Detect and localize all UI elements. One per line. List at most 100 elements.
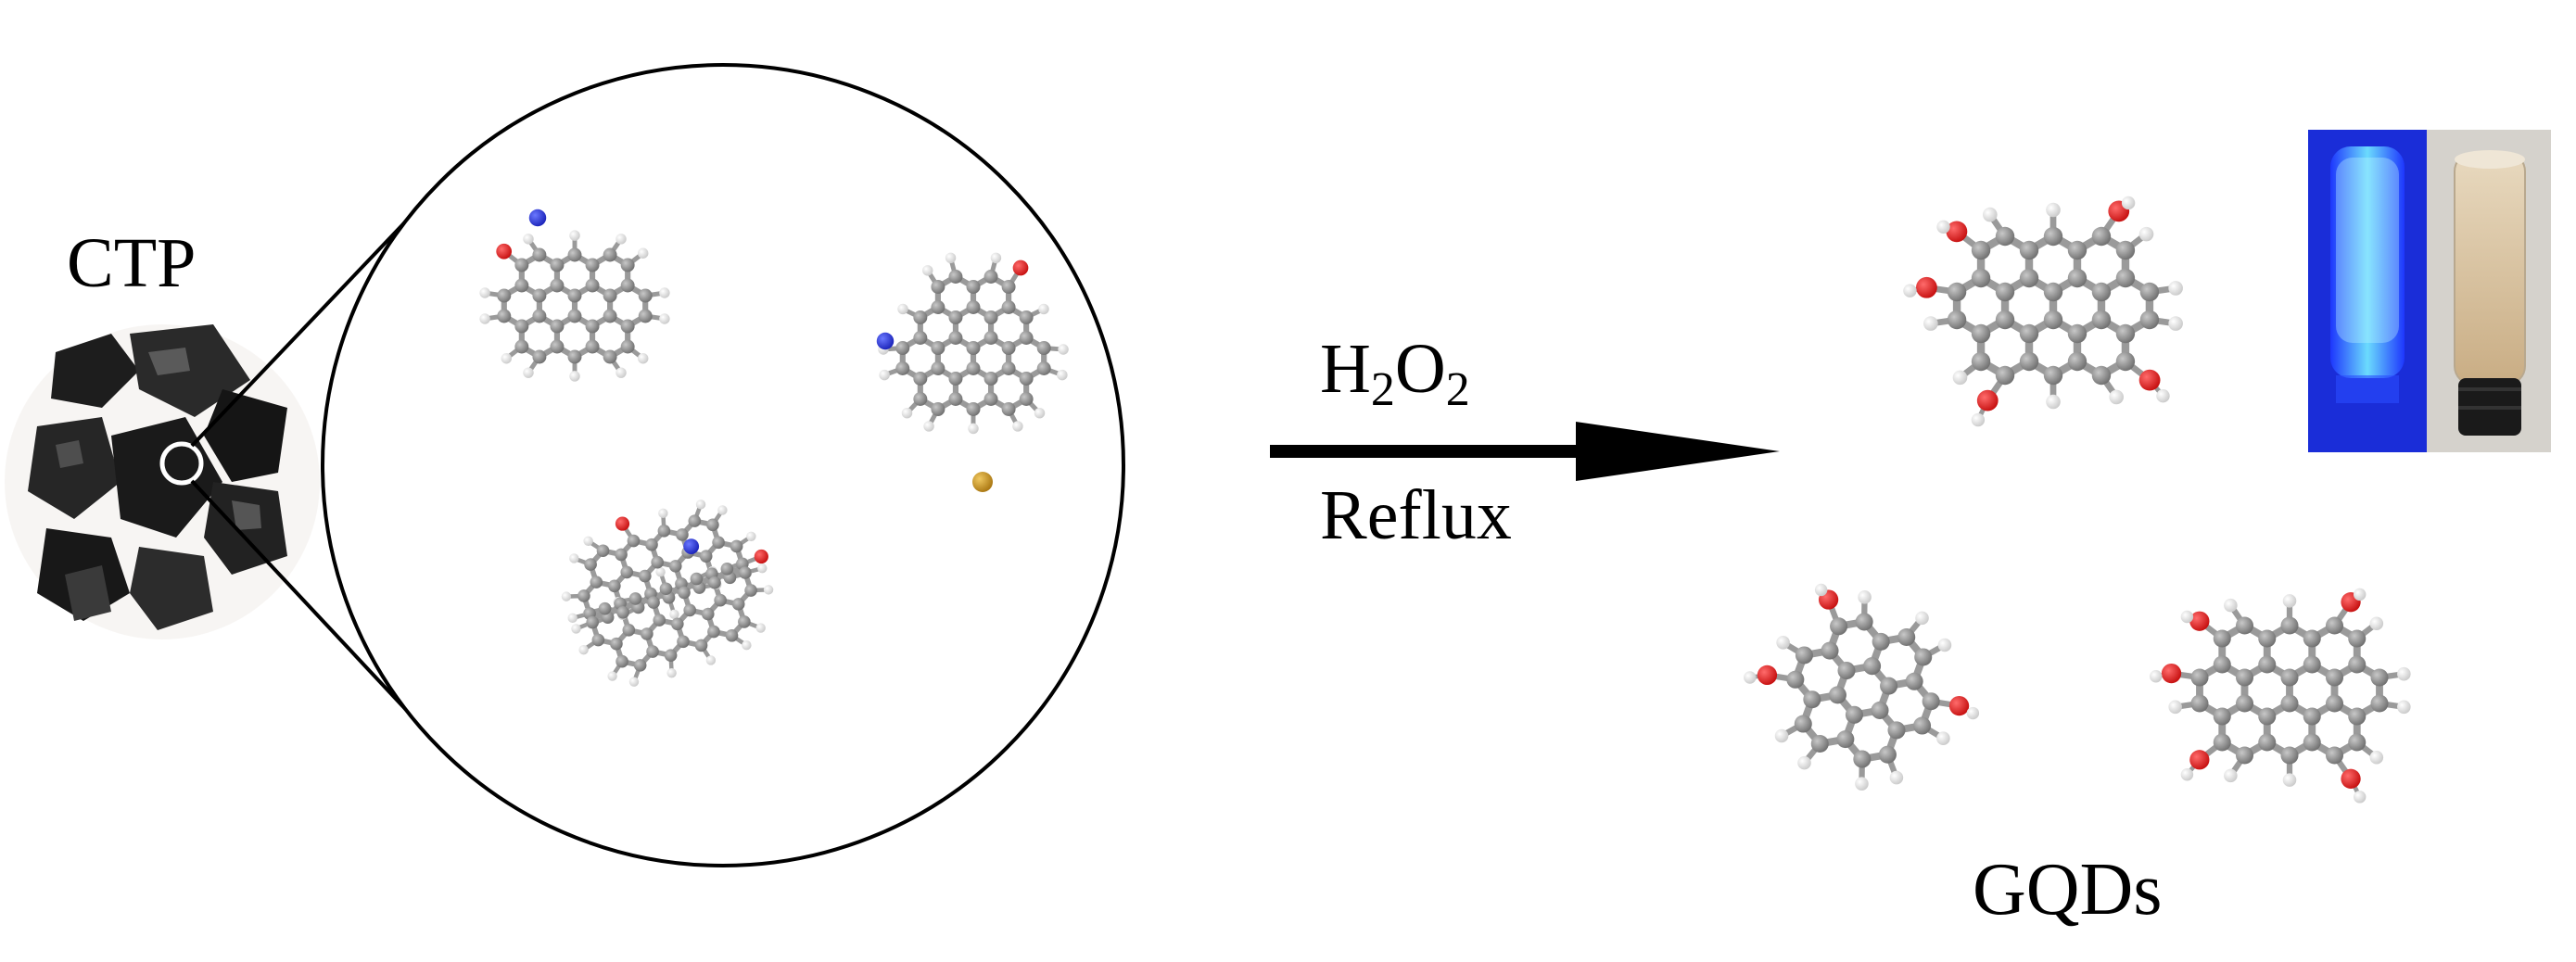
- hydrogen-atom: [1797, 755, 1811, 770]
- hydrogen-atom: [1814, 583, 1828, 597]
- hydrogen-atom: [1858, 590, 1872, 604]
- carbon-atom: [966, 361, 981, 375]
- hydrogen-atom: [1057, 369, 1068, 381]
- nitrogen-atom: [876, 332, 895, 350]
- carbon-atom: [1828, 686, 1846, 704]
- pitch-molecules: [479, 209, 1069, 687]
- hydrogen-atom: [628, 677, 640, 687]
- carbon-atom: [616, 606, 629, 619]
- carbon-atom: [2190, 668, 2209, 687]
- carbon-atom: [2067, 323, 2087, 344]
- carbon-atom: [2348, 629, 2367, 648]
- carbon-atom: [895, 341, 910, 355]
- carbon-atom: [1947, 282, 1967, 302]
- oxygen-atom: [2189, 611, 2210, 631]
- carbon-atom: [2115, 240, 2136, 260]
- carbon-atom: [983, 310, 998, 324]
- carbon-atom: [1019, 372, 1034, 386]
- carbon-atom: [690, 572, 704, 586]
- hydrogen-atom: [2168, 700, 2182, 715]
- carbon-atom: [1836, 730, 1855, 749]
- carbon-atom: [603, 309, 617, 323]
- reagent-sub-2: 2: [1445, 363, 1470, 416]
- carbon-atom: [653, 614, 666, 627]
- hydrogen-atom: [2180, 610, 2194, 624]
- carbon-atom: [2067, 268, 2087, 288]
- carbon-atom: [1001, 361, 1016, 375]
- reagent-h: H: [1320, 330, 1371, 408]
- hydrogen-atom: [879, 369, 890, 381]
- carbon-atom: [615, 654, 628, 668]
- carbon-atom: [1036, 361, 1051, 375]
- carbon-atom: [1887, 721, 1906, 740]
- carbon-atom: [2043, 226, 2063, 247]
- carbon-atom: [567, 247, 582, 262]
- carbon-atom: [620, 319, 635, 334]
- carbon-atom: [591, 633, 605, 647]
- hydrogen-atom: [2282, 594, 2297, 608]
- carbon-atom: [2043, 310, 2063, 330]
- hydrogen-atom: [2046, 394, 2061, 410]
- carbon-atom: [2235, 746, 2254, 765]
- molecule: [561, 500, 774, 687]
- carbon-atom: [664, 649, 678, 662]
- carbon-atom: [1786, 670, 1805, 689]
- carbon-atom: [2258, 707, 2277, 726]
- carbon-atom: [585, 258, 600, 272]
- reaction-arrow: [1270, 422, 1780, 481]
- carbon-atom: [497, 288, 512, 303]
- carbon-atom: [699, 550, 713, 563]
- carbon-atom: [639, 569, 652, 583]
- oxygen-atom: [2341, 768, 2361, 789]
- carbon-atom: [1995, 310, 2015, 330]
- hydrogen-atom: [968, 423, 979, 435]
- carbon-atom: [931, 402, 945, 416]
- carbon-atom: [638, 288, 653, 303]
- hydrogen-atom: [637, 353, 649, 364]
- carbon-atom: [620, 339, 635, 354]
- hydrogen-atom: [658, 508, 668, 519]
- carbon-atom: [2139, 310, 2160, 330]
- carbon-atom: [657, 525, 671, 538]
- hydrogen-atom: [615, 367, 627, 378]
- hydrogen-atom: [1903, 284, 1917, 297]
- carbon-atom: [948, 331, 963, 345]
- carbon-atom: [2043, 282, 2063, 302]
- carbon-atom: [2348, 707, 2367, 726]
- carbon-atom: [1019, 392, 1034, 406]
- carbon-atom: [683, 603, 696, 617]
- hydrogen-atom: [607, 671, 617, 681]
- carbon-atom: [1971, 351, 1991, 372]
- hydrogen-atom: [1774, 728, 1789, 743]
- carbon-atom: [1880, 677, 1898, 695]
- hydrogen-atom: [1776, 636, 1790, 650]
- hydrogen-atom: [2150, 670, 2163, 683]
- hydrogen-atom: [763, 585, 774, 595]
- carbon-atom: [550, 339, 565, 354]
- hydrogen-atom: [705, 655, 717, 665]
- carbon-atom: [676, 528, 689, 541]
- carbon-atom: [966, 402, 981, 416]
- carbon-atom: [514, 278, 529, 293]
- hydrogen-atom: [1038, 303, 1049, 315]
- carbon-atom: [913, 331, 928, 345]
- hydrogen-atom: [1034, 407, 1046, 419]
- carbon-atom: [2115, 351, 2136, 372]
- hydrogen-atom: [578, 644, 589, 655]
- oxygen-atom: [1757, 665, 1778, 686]
- carbon-atom: [1855, 613, 1873, 631]
- molecule: [1903, 196, 2183, 427]
- carbon-atom: [948, 392, 963, 406]
- hydrogen-atom: [2168, 281, 2183, 296]
- carbon-atom: [1914, 648, 1933, 666]
- carbon-atom: [627, 534, 641, 548]
- hydrogen-atom: [1923, 316, 1938, 331]
- carbon-atom: [2213, 629, 2231, 648]
- carbon-atom: [2303, 655, 2321, 674]
- carbon-atom: [706, 518, 719, 532]
- hydrogen-atom: [666, 667, 677, 678]
- oxygen-atom: [1012, 259, 1029, 276]
- carbon-atom: [2235, 694, 2254, 713]
- carbon-atom: [2091, 282, 2112, 302]
- carbon-atom: [1001, 341, 1016, 355]
